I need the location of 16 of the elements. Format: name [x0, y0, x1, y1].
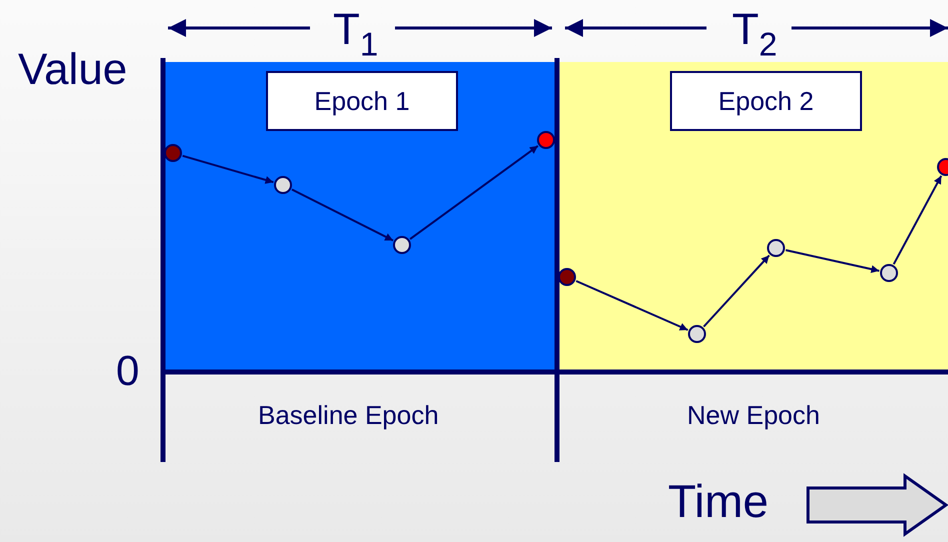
axis-label: 0 [116, 350, 140, 392]
arrow [409, 145, 539, 240]
arrow [703, 254, 770, 328]
epoch-label-box: Epoch 1 [266, 71, 458, 131]
epoch-label-box: Epoch 2 [670, 71, 862, 131]
arrow [576, 280, 688, 331]
arrow [786, 249, 880, 274]
axis-label: Time [668, 478, 769, 524]
axis-label: Value [18, 48, 128, 92]
dimension-label: T$_{2}$ [732, 8, 778, 61]
arrow [182, 154, 274, 184]
arrow [892, 175, 942, 265]
epoch-name: Baseline Epoch [258, 402, 439, 428]
dimension-label: T$_{1}$ [333, 8, 378, 61]
arrow [291, 188, 394, 242]
epoch-name: New Epoch [687, 402, 820, 428]
